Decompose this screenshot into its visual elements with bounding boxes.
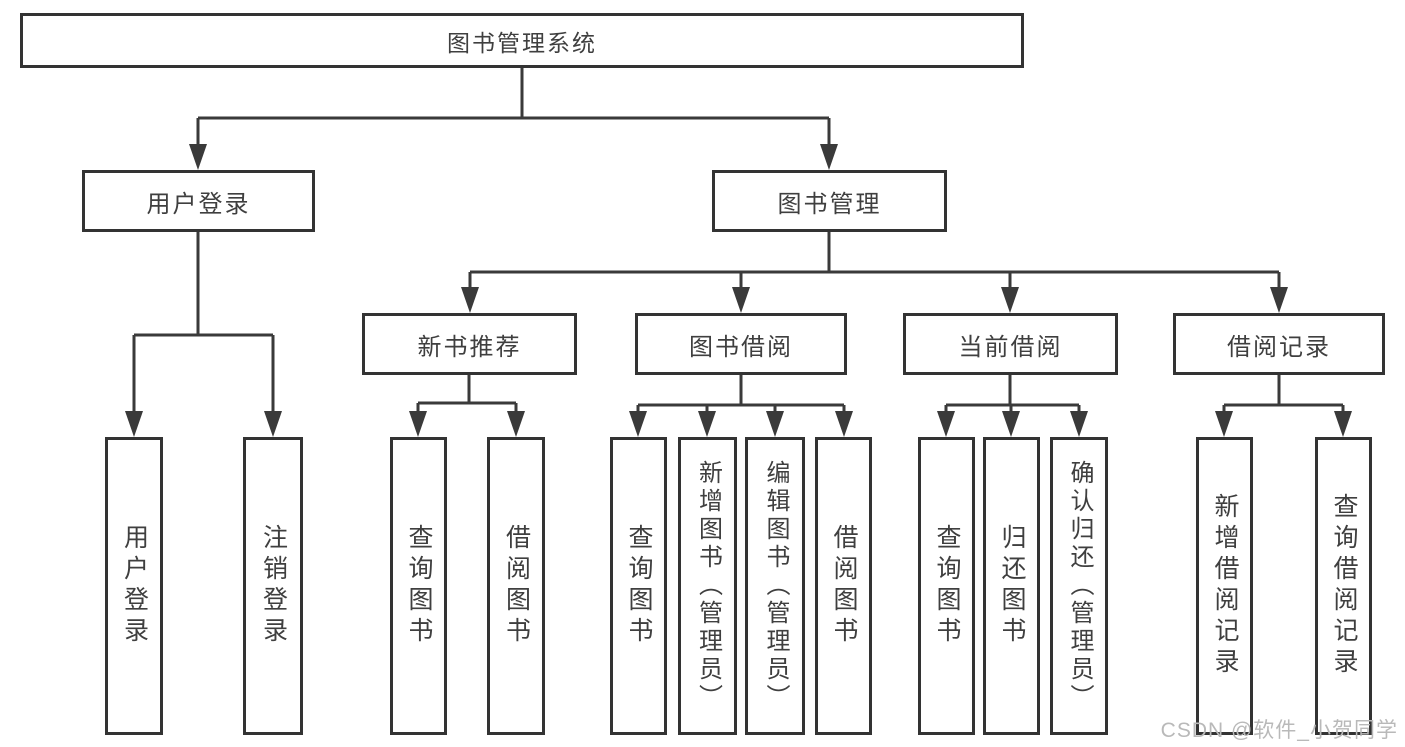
leaf-add-book-admin: 新增图书（管理员） xyxy=(678,437,737,735)
node-label: 用户登录 xyxy=(120,524,149,648)
node-label: 图书管理系统 xyxy=(447,29,597,56)
node-label: 注销登录 xyxy=(259,524,288,648)
node-user-login: 用户登录 xyxy=(82,170,315,232)
leaf-query-books-current: 查询图书 xyxy=(918,437,975,735)
leaf-query-books-recommend: 查询图书 xyxy=(390,437,447,735)
leaf-edit-book-admin: 编辑图书（管理员） xyxy=(745,437,805,735)
node-label: 图书借阅 xyxy=(689,333,793,361)
node-label: 归还图书 xyxy=(998,524,1026,648)
node-label: 查询借阅记录 xyxy=(1330,493,1358,679)
node-label: 查询图书 xyxy=(933,524,961,648)
node-label: 借阅记录 xyxy=(1227,333,1331,361)
leaf-confirm-return-admin: 确认归还（管理员） xyxy=(1050,437,1108,735)
node-label: 借阅图书 xyxy=(502,524,531,648)
leaf-query-borrow-record: 查询借阅记录 xyxy=(1315,437,1372,735)
node-library-system: 图书管理系统 xyxy=(20,13,1024,68)
node-label: 查询图书 xyxy=(625,524,653,648)
leaf-query-books-borrowing: 查询图书 xyxy=(610,437,667,735)
leaf-user-login: 用户登录 xyxy=(105,437,163,735)
node-label: 当前借阅 xyxy=(958,333,1063,361)
node-label: 新书推荐 xyxy=(417,333,522,361)
node-book-borrowing: 图书借阅 xyxy=(635,313,847,375)
node-new-book-recommendation: 新书推荐 xyxy=(362,313,577,375)
node-label: 确认归还（管理员） xyxy=(1066,460,1093,712)
node-label: 编辑图书（管理员） xyxy=(762,460,789,712)
leaf-borrow-books-recommend: 借阅图书 xyxy=(487,437,545,735)
node-label: 新增借阅记录 xyxy=(1211,493,1239,679)
leaf-return-book: 归还图书 xyxy=(983,437,1040,735)
node-label: 查询图书 xyxy=(405,524,433,648)
leaf-logout: 注销登录 xyxy=(243,437,303,735)
node-label: 新增图书（管理员） xyxy=(694,460,722,712)
node-current-borrowing: 当前借阅 xyxy=(903,313,1118,375)
leaf-borrow-books-borrowing: 借阅图书 xyxy=(815,437,872,735)
node-book-management: 图书管理 xyxy=(712,170,947,232)
watermark-text: CSDN @软件_小贺同学 xyxy=(1160,719,1398,742)
node-label: 用户登录 xyxy=(146,190,251,218)
node-label: 借阅图书 xyxy=(830,524,858,648)
node-borrowing-records: 借阅记录 xyxy=(1173,313,1385,375)
leaf-add-borrow-record: 新增借阅记录 xyxy=(1196,437,1253,735)
node-label: 图书管理 xyxy=(777,190,882,218)
